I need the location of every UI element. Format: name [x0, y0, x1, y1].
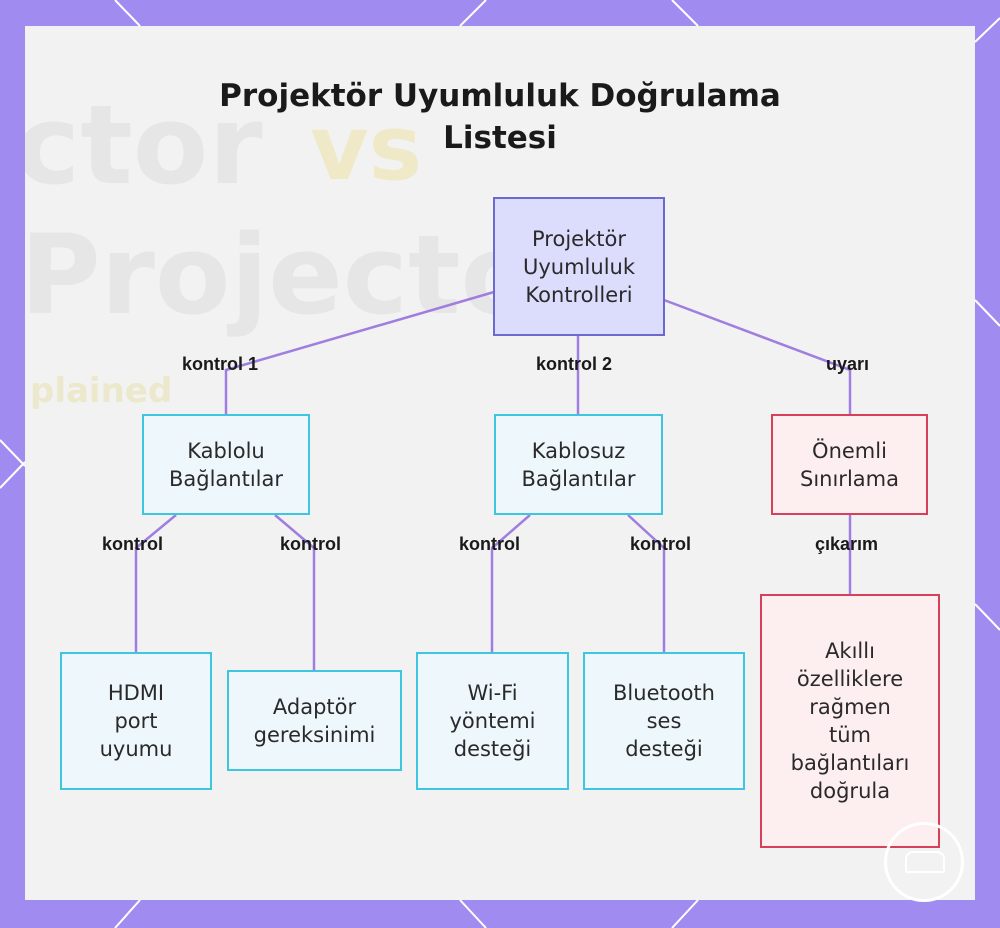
background-text: vs [310, 96, 423, 201]
node-bluetooth-line: ses [646, 709, 682, 733]
node-wifi-yontemi-destegi[interactable]: Wi-Fi yöntemi desteği [416, 652, 569, 790]
node-akilli-line: rağmen [809, 695, 891, 719]
edge-label-kontrol: kontrol [630, 534, 691, 554]
edge-kablosuz-bluetooth [627, 514, 666, 652]
node-akilli-line: tüm [829, 723, 871, 747]
node-wifi-line: yöntemi [449, 709, 536, 733]
edge-kablosuz-wifi [490, 514, 531, 652]
background-text: plained [30, 371, 173, 411]
node-adaptor-line: Adaptör [272, 694, 357, 719]
node-bluetooth-ses-destegi[interactable]: Bluetooth ses desteği [583, 652, 745, 790]
node-akilli-ozellikler[interactable]: Akıllı özelliklere rağmen tüm bağlantıla… [760, 594, 940, 848]
node-kablosuz-line: Kablosuz [531, 438, 626, 463]
edge-label-kontrol: kontrol [459, 534, 520, 554]
node-adaptor-line: gereksinimi [253, 722, 376, 747]
node-adaptor-gereksinimi[interactable]: Adaptör gereksinimi [227, 670, 402, 771]
node-bluetooth-line: Bluetooth [613, 681, 715, 705]
edge-label-kontrol: kontrol [280, 534, 341, 554]
edge-label-kontrol: kontrol [102, 534, 163, 554]
edge-label-uyari: uyarı [826, 354, 870, 374]
node-kablolu-line: Kablolu [187, 438, 265, 463]
node-root-line: Projektör [532, 226, 626, 251]
node-hdmi-line: port [114, 709, 158, 733]
node-onemli-line: Önemli [812, 438, 887, 463]
node-bluetooth-line: desteği [625, 737, 703, 761]
node-kablolu-line: Bağlantılar [168, 466, 284, 491]
node-akilli-line: doğrula [809, 779, 891, 803]
node-onemli-sinirlama[interactable]: Önemli Sınırlama [771, 414, 928, 515]
node-kablosuz-baglantilar[interactable]: Kablosuz Bağlantılar [494, 414, 663, 515]
node-hdmi-port-uyumu[interactable]: HDMI port uyumu [60, 652, 212, 790]
node-onemli-line: Sınırlama [800, 466, 899, 491]
node-akilli-line: bağlantıları [790, 751, 910, 775]
node-kablosuz-line: Bağlantılar [521, 466, 636, 491]
node-root-line: Uyumluluk [522, 254, 635, 279]
node-root[interactable]: Projektör Uyumluluk Kontrolleri [493, 197, 665, 336]
node-wifi-line: Wi-Fi [467, 681, 518, 705]
edge-kablolu-hdmi [134, 514, 177, 652]
edge-root-kablolu [224, 290, 495, 414]
background-text: ctor [25, 81, 263, 209]
edge-label-cikarim: çıkarım [815, 534, 879, 554]
node-akilli-line: özelliklere [796, 667, 904, 691]
edge-kablolu-adaptor [274, 514, 316, 670]
edge-label-kontrol-2: kontrol 2 [536, 354, 613, 374]
diagram-title-line-1: Projektör Uyumluluk Doğrulama [219, 78, 781, 114]
node-akilli-line: Akıllı [825, 639, 875, 663]
node-wifi-line: desteği [453, 737, 532, 761]
node-kablolu-baglantilar[interactable]: Kablolu Bağlantılar [142, 414, 310, 515]
brand-logo [884, 822, 964, 902]
node-hdmi-line: HDMI [107, 681, 165, 705]
edge-root-onemli [663, 298, 852, 414]
edge-label-kontrol-1: kontrol 1 [182, 354, 259, 374]
node-root-line: Kontrolleri [525, 282, 633, 307]
node-hdmi-line: uyumu [99, 737, 173, 761]
diagram-title-line-2: Listesi [443, 120, 557, 156]
